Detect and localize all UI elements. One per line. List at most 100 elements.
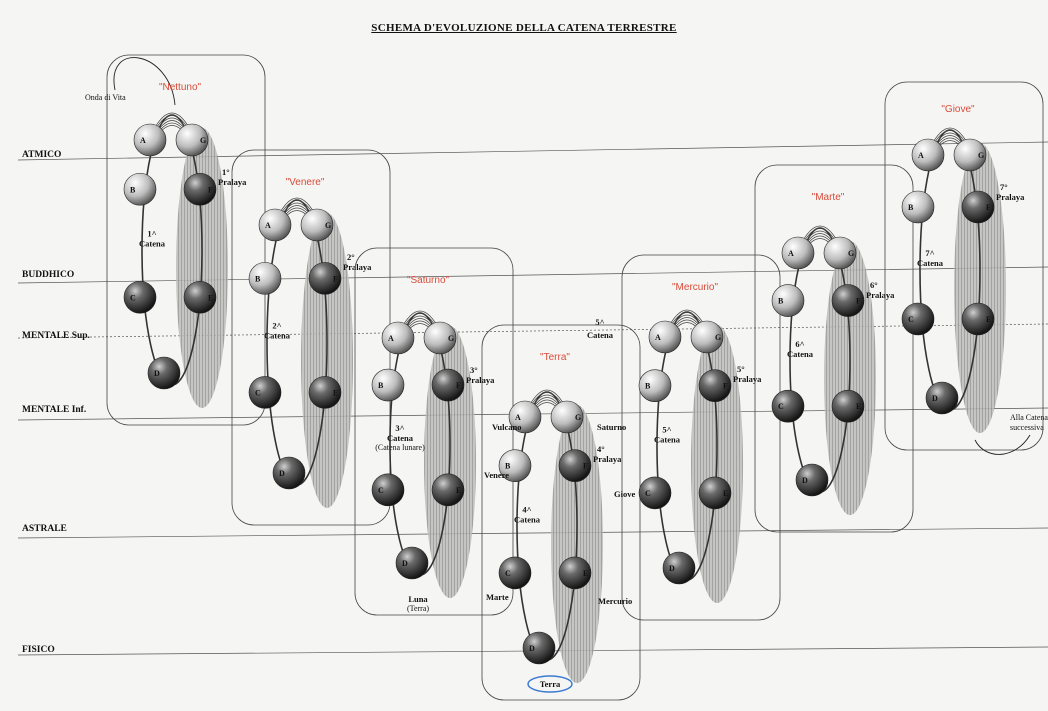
chain-5-globe-label-f: F bbox=[723, 382, 728, 391]
pralaya-3-num: 3° bbox=[470, 365, 478, 375]
planet-terra: Terra bbox=[540, 679, 561, 689]
chain-3-globe-e bbox=[431, 473, 465, 507]
chain-6-name: "Marte" bbox=[812, 192, 845, 203]
pralaya-7-num: 7° bbox=[1000, 182, 1008, 192]
chain-2-globe-b bbox=[248, 262, 282, 295]
plane-line-buddhico bbox=[17, 266, 1048, 284]
chain-7-name: "Giove" bbox=[941, 104, 975, 115]
chain-1-globe-d bbox=[147, 356, 181, 390]
plane-label-atmico: ATMICO bbox=[22, 150, 61, 160]
chain-4-globe-label-g: G bbox=[575, 413, 581, 422]
exit-arc bbox=[974, 434, 1031, 455]
chain-5-globe-c bbox=[638, 476, 672, 510]
exit-label-1: Alla Catena bbox=[1010, 413, 1048, 422]
chain-7-globe-label-b: B bbox=[908, 203, 914, 212]
chain-6-globe-g bbox=[823, 236, 857, 270]
pralaya-2-word: Pralaya bbox=[343, 262, 372, 272]
pralaya-1-word: Pralaya bbox=[218, 177, 247, 187]
chain-5-globe-label-b: B bbox=[645, 382, 651, 391]
chain-5-top-num: 5^ bbox=[595, 317, 604, 327]
chain-5-globe-b bbox=[638, 369, 672, 403]
chain-6-globe-label-g: G bbox=[848, 249, 854, 258]
chain-6-globe-d bbox=[795, 463, 829, 497]
chain-4-globe-label-f: F bbox=[583, 462, 588, 471]
chain-2-globe-d bbox=[272, 456, 306, 490]
chain-4-globe-label-b: B bbox=[505, 462, 511, 471]
chain-5-word: Catena bbox=[654, 435, 681, 445]
chain-4-globe-label-c: C bbox=[505, 569, 511, 578]
chain-3-globe-f bbox=[431, 368, 465, 402]
chain-7-globe-b bbox=[901, 190, 935, 224]
chain-4-num: 4^ bbox=[522, 505, 531, 515]
chain-6-globe-f bbox=[831, 284, 865, 317]
luna-terra-label: (Terra) bbox=[407, 604, 429, 613]
planet-mercurio: Mercurio bbox=[598, 596, 632, 606]
planet-venere: Venere bbox=[484, 470, 509, 480]
chain-1-globe-e bbox=[183, 280, 217, 314]
chain-7-word: Catena bbox=[917, 258, 944, 268]
planet-saturno: Saturno bbox=[597, 422, 626, 432]
chain-3-globe-b bbox=[371, 368, 405, 402]
pralaya-6-word: Pralaya bbox=[866, 290, 895, 300]
chain-2-globe-label-b: B bbox=[255, 274, 261, 283]
chain-4-globe-e bbox=[558, 556, 592, 590]
chain-5-globe-g bbox=[690, 320, 724, 354]
chain-4-globe-b bbox=[498, 449, 532, 483]
chain-4-globe-a bbox=[508, 400, 542, 434]
chain-3-globe-g bbox=[423, 321, 457, 355]
chain-7-globe-label-f: F bbox=[986, 203, 991, 212]
terra-highlight-ring bbox=[527, 675, 573, 693]
chain-1-globe-label-e: E bbox=[208, 293, 213, 302]
chain-7-globe-label-c: C bbox=[908, 315, 914, 324]
chain-5-top-word: Catena bbox=[587, 330, 614, 340]
chain-2-globe-g bbox=[300, 208, 334, 242]
chain-5-globe-f bbox=[698, 369, 732, 403]
chain-7-globe-g bbox=[953, 138, 987, 172]
luna-label: Luna bbox=[408, 594, 428, 604]
chain-6-globe-label-c: C bbox=[778, 402, 784, 411]
onda-di-vita-label: Onda di Vita bbox=[85, 93, 126, 102]
diagram-title: SCHEMA D'EVOLUZIONE DELLA CATENA TERREST… bbox=[371, 22, 677, 34]
chain-4-globe-f bbox=[558, 449, 592, 483]
chain-1-globe-f bbox=[183, 172, 217, 206]
chain-1-word: Catena bbox=[139, 239, 166, 249]
chain-4-name: "Terra" bbox=[540, 352, 570, 363]
chain-7-globe-d bbox=[925, 381, 959, 415]
chain-2-globe-label-f: F bbox=[333, 274, 338, 283]
chain-4-globe-d bbox=[522, 631, 556, 665]
chain-4-globe-label-a: A bbox=[515, 413, 521, 422]
chain-1-globe-a bbox=[133, 123, 167, 157]
pralaya-5-num: 5° bbox=[737, 364, 745, 374]
chain-1-globe-label-d: D bbox=[154, 369, 160, 378]
pralaya-4-word: Pralaya bbox=[593, 454, 622, 464]
pralaya-4-num: 4° bbox=[597, 444, 605, 454]
chain-3-globe-label-c: C bbox=[378, 486, 384, 495]
pralaya-2-num: 2° bbox=[347, 252, 355, 262]
chain-7-globe-a bbox=[911, 138, 945, 172]
chain-2-globe-e bbox=[308, 376, 342, 409]
chain-1-name: "Nettuno" bbox=[159, 82, 202, 93]
chain-6-loop bbox=[754, 164, 914, 533]
chain-3-globe-label-e: E bbox=[456, 486, 461, 495]
chain-6-globe-label-f: F bbox=[856, 297, 861, 306]
chain-3-globe-c bbox=[371, 473, 405, 507]
chain-2-num: 2^ bbox=[272, 320, 281, 330]
chain-4-globe-g bbox=[550, 400, 584, 434]
chain-7-globe-label-a: A bbox=[918, 151, 924, 160]
chain-6-globe-e bbox=[831, 389, 865, 423]
chain-2-globe-label-e: E bbox=[333, 388, 338, 397]
chain-1-globe-c bbox=[123, 280, 157, 314]
chain-4-word: Catena bbox=[514, 515, 541, 525]
pralaya-1-num: 1° bbox=[222, 167, 230, 177]
chain-3-word: Catena bbox=[387, 433, 414, 443]
chain-1-globe-label-g: G bbox=[200, 136, 206, 145]
chain-6-globe-b bbox=[771, 284, 805, 317]
chain-3-globe-label-f: F bbox=[456, 381, 461, 390]
chain-1-globe-label-a: A bbox=[140, 136, 146, 145]
chain-7-globe-f bbox=[961, 190, 995, 224]
chain-3-loop bbox=[354, 247, 514, 616]
